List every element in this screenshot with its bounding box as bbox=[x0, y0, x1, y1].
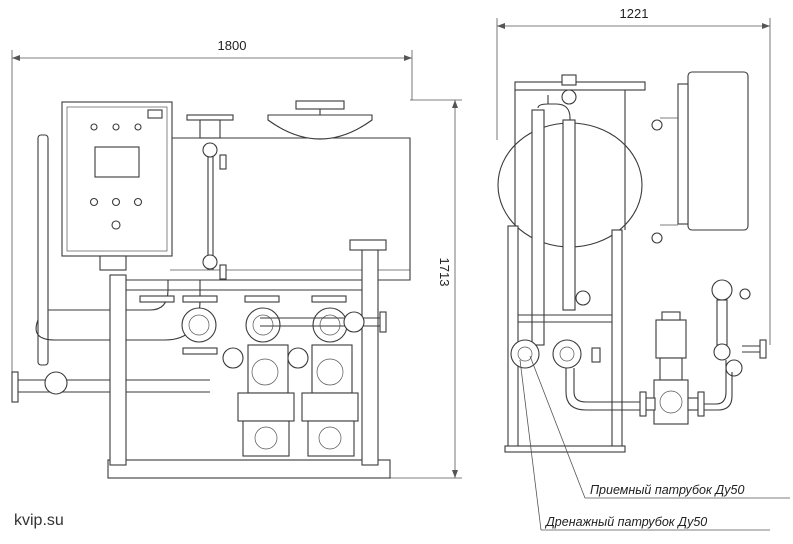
suction-flange bbox=[510, 339, 540, 369]
callout-drain-label: Дренажный патрубок Ду50 bbox=[544, 515, 707, 529]
frame-front bbox=[107, 239, 391, 479]
side-view: 1221 bbox=[496, 6, 771, 453]
hmi-display bbox=[94, 146, 140, 178]
dim-front-height-label: 1713 bbox=[437, 258, 452, 287]
drain-flange bbox=[552, 339, 582, 369]
pump-1-front bbox=[222, 344, 295, 457]
discharge-assembly bbox=[704, 279, 767, 411]
dim-side-width: 1221 bbox=[496, 6, 771, 345]
callout-drain: Дренажный патрубок Ду50 bbox=[519, 359, 770, 531]
control-cabinet-side bbox=[687, 71, 749, 231]
front-view: 1800 1713 bbox=[11, 38, 462, 479]
pump-2-front bbox=[287, 344, 359, 457]
dim-front-width-label: 1800 bbox=[218, 38, 247, 53]
control-cabinet bbox=[61, 101, 173, 271]
level-gauge bbox=[202, 142, 227, 280]
dim-front-width: 1800 bbox=[11, 38, 413, 395]
dim-front-height: 1713 bbox=[390, 99, 462, 479]
dim-side-width-label: 1221 bbox=[620, 6, 649, 21]
suction-valves bbox=[139, 295, 387, 355]
callout-suction: Приемный патрубок Ду50 bbox=[529, 355, 790, 499]
pump-side bbox=[639, 311, 705, 425]
watermark: kvip.su bbox=[14, 512, 64, 529]
tank-front bbox=[170, 100, 411, 281]
callout-suction-label: Приемный патрубок Ду50 bbox=[590, 483, 745, 497]
frame-side bbox=[507, 225, 519, 452]
